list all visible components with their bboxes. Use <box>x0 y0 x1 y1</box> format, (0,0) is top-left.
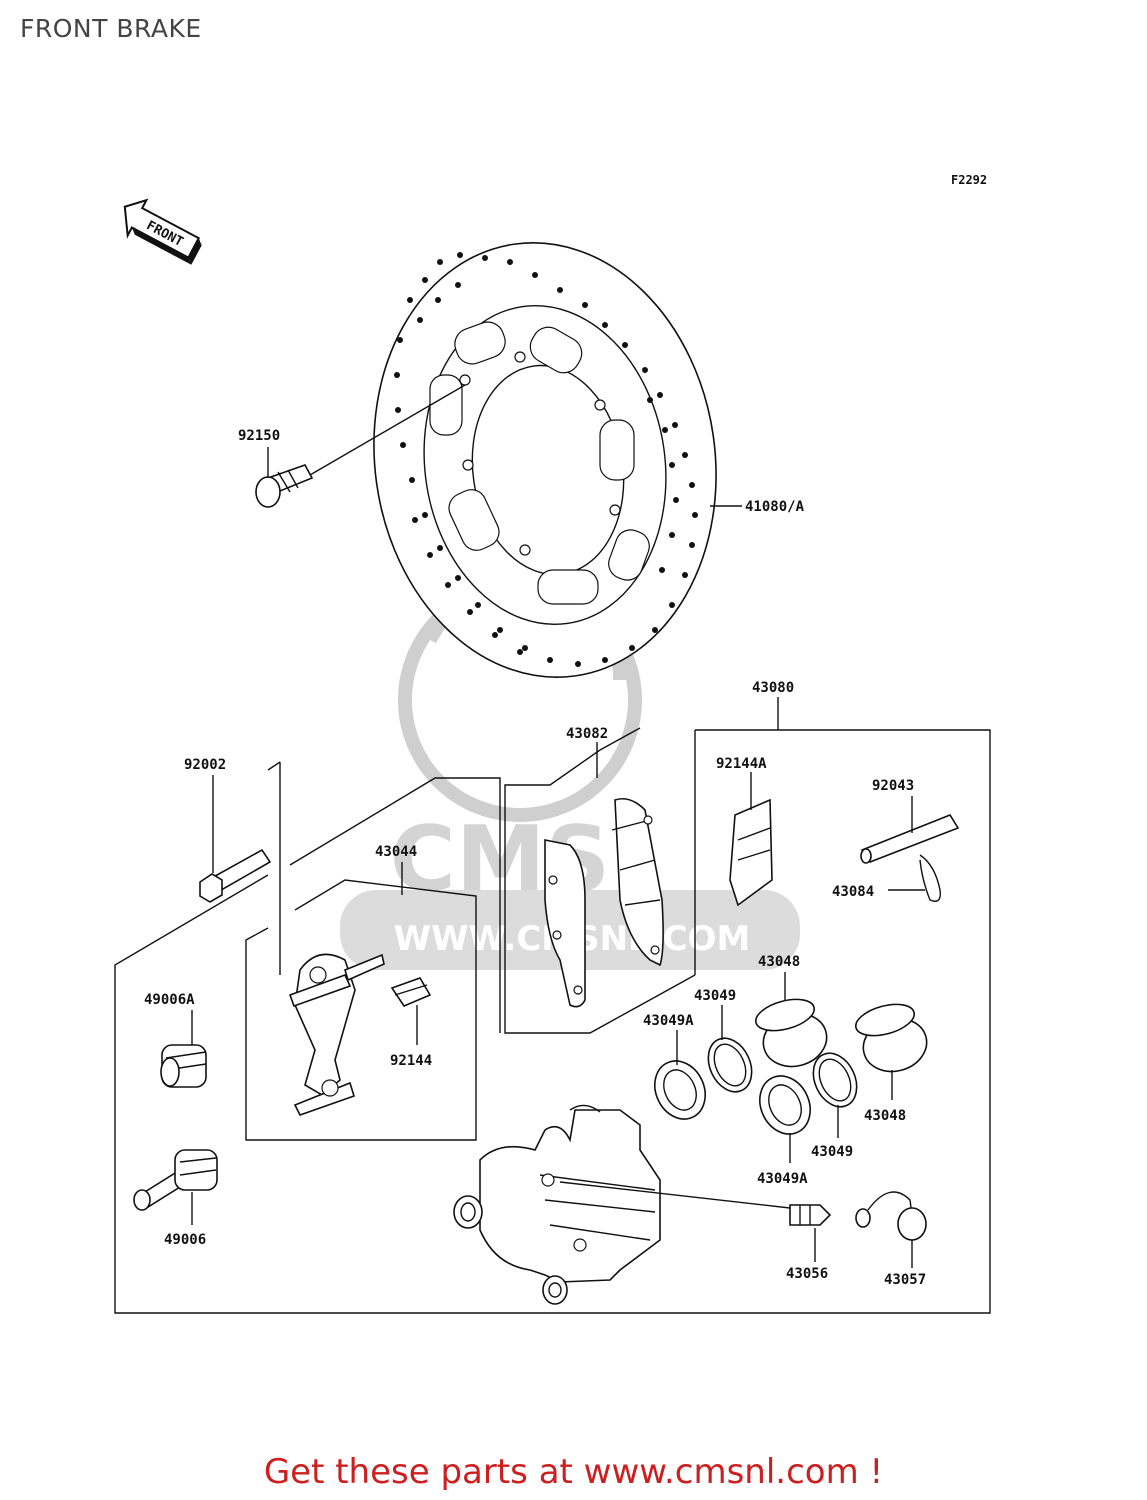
figure-code: F2292 <box>951 173 987 187</box>
label-43044: 43044 <box>375 844 417 860</box>
piston-2 <box>854 1003 928 1073</box>
seal-1 <box>707 1037 753 1093</box>
label-43080: 43080 <box>752 680 794 696</box>
bleed-cap <box>855 1191 927 1241</box>
label-92144a: 92144A <box>716 756 767 772</box>
label-43084: 43084 <box>832 884 874 900</box>
label-49006: 49006 <box>164 1232 206 1248</box>
label-43048-a: 43048 <box>758 954 800 970</box>
label-43049a-a: 43049A <box>643 1013 694 1029</box>
brake-pad-right <box>611 797 664 967</box>
label-92043: 92043 <box>872 778 914 794</box>
brake-pad-left <box>544 839 586 1008</box>
brake-disc <box>373 242 717 678</box>
bleed-valve <box>789 1204 832 1226</box>
label-41080a: 41080/A <box>745 499 805 515</box>
caliper-bracket <box>288 953 385 1116</box>
label-92150: 92150 <box>238 428 280 444</box>
pad-pin <box>860 814 960 864</box>
label-92144: 92144 <box>390 1053 432 1069</box>
slide-pin <box>133 1149 218 1211</box>
bracket-clip <box>390 977 432 1007</box>
label-43082: 43082 <box>566 726 608 742</box>
label-43049a-b: 43049A <box>757 1171 808 1187</box>
caliper-body <box>453 1104 791 1305</box>
pad-spring <box>729 798 773 907</box>
disc-bolt <box>255 384 466 508</box>
label-43049-b: 43049 <box>811 1144 853 1160</box>
bracket-bolt <box>199 848 272 903</box>
page-title: FRONT BRAKE <box>20 14 202 43</box>
label-43056: 43056 <box>786 1266 828 1282</box>
label-92002: 92002 <box>184 757 226 773</box>
dust-seal-1 <box>654 1060 706 1120</box>
slide-boot <box>160 1044 207 1088</box>
piston-1 <box>754 998 828 1068</box>
front-arrow-icon: FRONT <box>123 198 202 265</box>
label-43057: 43057 <box>884 1272 926 1288</box>
dust-seal-2 <box>759 1075 811 1135</box>
seal-2 <box>812 1052 858 1108</box>
label-49006a: 49006A <box>144 992 195 1008</box>
label-43049-a: 43049 <box>694 988 736 1004</box>
disc-drill-holes <box>394 252 698 667</box>
label-43048-b: 43048 <box>864 1108 906 1124</box>
footer-link[interactable]: Get these parts at www.cmsnl.com ! <box>263 1452 884 1492</box>
